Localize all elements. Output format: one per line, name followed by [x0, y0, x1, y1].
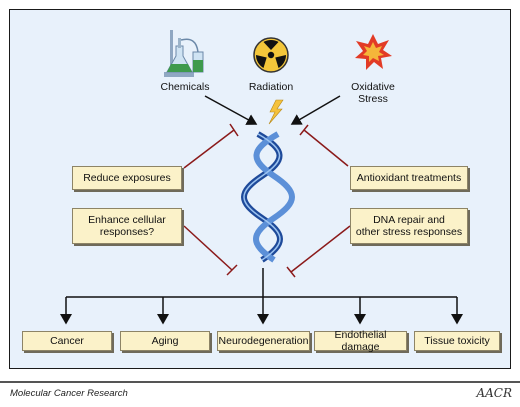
- chemicals-icon: [164, 30, 204, 77]
- dna-repair-line2: other stress responses: [355, 226, 463, 238]
- outcome-tissue-toxicity-box: Tissue toxicity: [414, 331, 500, 351]
- inhibit-lower-right: [290, 225, 351, 273]
- journal-footer: Molecular Cancer Research AACR: [0, 381, 520, 407]
- oxidative-stress-label: Oxidative Stress: [343, 81, 403, 105]
- outcome-neurodegeneration-label: Neurodegeneration: [218, 335, 309, 347]
- dna-repair-box: DNA repair and other stress responses: [350, 208, 468, 244]
- outcome-neurodegeneration-box: Neurodegeneration: [217, 331, 310, 351]
- inhibit-upper-right: [303, 129, 349, 167]
- antioxidant-label: Antioxidant treatments: [356, 172, 462, 184]
- oxidative-stress-icon: [355, 34, 392, 70]
- inhibit-upper-left: [183, 129, 235, 169]
- inhibit-upper-right-bar: [299, 124, 309, 136]
- chemicals-label: Chemicals: [160, 81, 210, 93]
- journal-name: Molecular Cancer Research: [10, 388, 128, 399]
- oxidative-arrow: [290, 95, 341, 125]
- lightning-icon: [268, 99, 284, 125]
- outcome-tissue-toxicity-label: Tissue toxicity: [424, 335, 490, 347]
- outcome-cancer-label: Cancer: [50, 335, 84, 347]
- radiation-label: Radiation: [248, 81, 294, 93]
- outcome-endothelial-label: Endothelial damage: [334, 329, 387, 353]
- reduce-exposures-label: Reduce exposures: [83, 172, 171, 184]
- enhance-line2: responses?: [99, 226, 155, 238]
- oxidative-line2: Stress: [358, 93, 388, 105]
- inhibit-lower-right-bar: [286, 266, 296, 278]
- oxidative-line1: Oxidative: [351, 81, 395, 93]
- enhance-line1: Enhance cellular: [88, 214, 166, 226]
- outcome-tree: [60, 268, 463, 325]
- dna-repair-line1: DNA repair and: [373, 214, 445, 226]
- chemicals-arrow: [204, 95, 258, 125]
- antioxidant-box: Antioxidant treatments: [350, 166, 468, 190]
- reduce-exposures-box: Reduce exposures: [72, 166, 182, 190]
- inhibit-lower-left: [183, 225, 233, 271]
- dna-helix-icon: [241, 131, 295, 263]
- outcome-endothelial-box: Endothelial damage: [314, 329, 407, 353]
- enhance-responses-box: Enhance cellular responses?: [72, 208, 182, 244]
- aacr-logo: AACR: [476, 386, 512, 400]
- radiation-icon: [253, 37, 289, 73]
- inhibit-lower-left-bar: [226, 264, 238, 276]
- outcome-aging-box: Aging: [120, 331, 210, 351]
- outcome-aging-label: Aging: [151, 335, 179, 347]
- inhibit-upper-left-bar: [229, 123, 239, 137]
- outcome-cancer-box: Cancer: [22, 331, 112, 351]
- inhibition-lines: [183, 123, 351, 278]
